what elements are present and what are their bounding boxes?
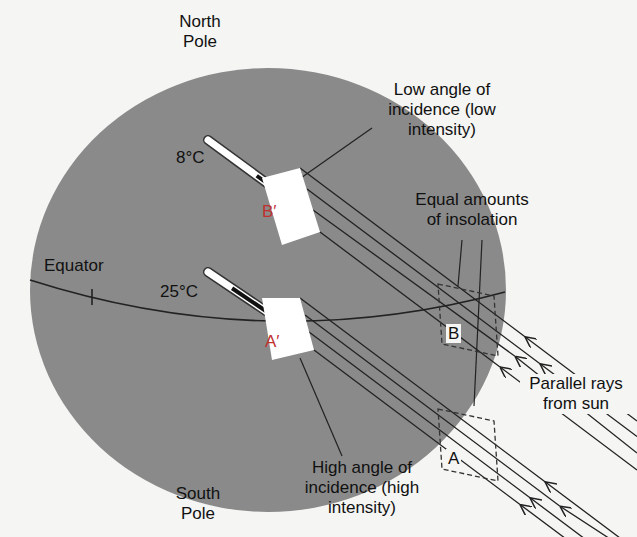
- insolation-box-outline: [432, 280, 504, 360]
- temperature-label: 25°C: [160, 282, 198, 302]
- pole-label: South Pole: [168, 484, 228, 524]
- callout-text: Equal amounts of insolation: [408, 190, 536, 230]
- callout-text: Low angle of incidence (low intensity): [376, 80, 508, 140]
- insolation-box: A: [432, 405, 504, 485]
- callout-text: Parallel rays from sun: [520, 374, 632, 414]
- patch-letter: B′: [262, 202, 277, 221]
- surface-patch: B′: [252, 162, 327, 252]
- equator-tick: [91, 289, 93, 305]
- patch-letter: A: [446, 449, 461, 468]
- leader-lines: [298, 128, 482, 456]
- insolation-box: B: [432, 280, 504, 360]
- patch-letter: B: [446, 324, 461, 343]
- insolation-box-outline: [432, 405, 504, 485]
- surface-patch-outline: [255, 292, 325, 364]
- equator-label: Equator: [44, 256, 104, 276]
- callout-text: High angle of incidence (high intensity): [296, 458, 428, 518]
- patch-letter: A′: [265, 332, 280, 351]
- temperature-label: 8°C: [176, 148, 205, 168]
- pole-label: North Pole: [162, 12, 238, 52]
- surface-patch: A′: [255, 292, 325, 364]
